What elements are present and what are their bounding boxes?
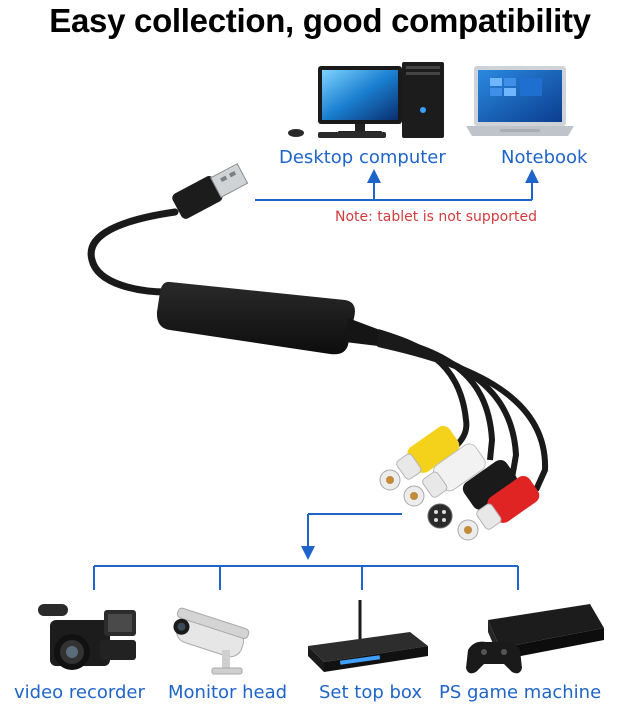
note-text: Note: tablet is not supported xyxy=(335,209,537,225)
label-video-recorder: video recorder xyxy=(14,682,145,703)
video-camera-icon xyxy=(38,604,136,670)
set-top-box-icon xyxy=(308,600,428,672)
security-camera-icon xyxy=(173,607,250,675)
usb-capture-cable xyxy=(87,163,549,541)
label-ps-game-machine: PS game machine xyxy=(439,682,602,703)
label-monitor-head: Monitor head xyxy=(168,682,288,703)
label-set-top-box: Set top box xyxy=(319,682,423,703)
page-title: Easy collection, good compatibility xyxy=(49,2,591,39)
label-notebook: Notebook xyxy=(501,147,588,168)
desktop-computer-icon xyxy=(288,62,444,138)
game-console-icon xyxy=(466,604,604,674)
laptop-icon xyxy=(466,66,574,136)
label-desktop-computer: Desktop computer xyxy=(279,147,446,168)
